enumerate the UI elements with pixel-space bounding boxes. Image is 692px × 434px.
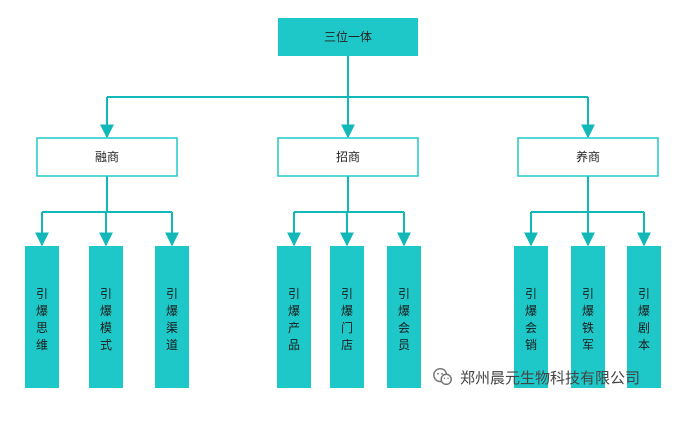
- leaf-node: [155, 246, 189, 388]
- leaf-node: [627, 246, 661, 388]
- branch-node-label: 融商: [95, 149, 119, 164]
- leaf-node-label: 引爆剧本: [638, 287, 650, 352]
- leaf-node: [514, 246, 548, 388]
- leaf-node-label: 引爆铁军: [582, 287, 594, 352]
- branch-node-label: 招商: [336, 149, 360, 164]
- leaf-node-label: 引爆会销: [525, 287, 537, 352]
- connector-lines: [35, 56, 651, 247]
- branch-node: [517, 137, 659, 177]
- wechat-icon: [433, 368, 452, 386]
- leaf-node-label: 引爆产品: [288, 287, 300, 352]
- root-node: [278, 18, 418, 56]
- leaf-node: [89, 246, 123, 388]
- leaf-node: [330, 246, 364, 388]
- leaf-node: [277, 246, 311, 388]
- leaf-node: [387, 246, 421, 388]
- branch-node: [36, 137, 178, 177]
- root-node-label: 三位一体: [324, 29, 372, 44]
- leaf-node-label: 引爆渠道: [166, 287, 178, 352]
- leaf-node: [571, 246, 605, 388]
- branch-node: [277, 137, 419, 177]
- watermark-text: 郑州晨元生物科技有限公司: [460, 368, 641, 387]
- leaf-node-label: 引爆模式: [100, 287, 112, 352]
- watermark: 郑州晨元生物科技有限公司: [432, 366, 640, 388]
- leaf-node-label: 引爆会员: [398, 287, 410, 352]
- branch-node-label: 养商: [576, 149, 600, 164]
- leaf-node: [25, 246, 59, 388]
- leaf-node-label: 引爆门店: [341, 287, 353, 352]
- leaf-node-label: 引爆思维: [36, 287, 48, 352]
